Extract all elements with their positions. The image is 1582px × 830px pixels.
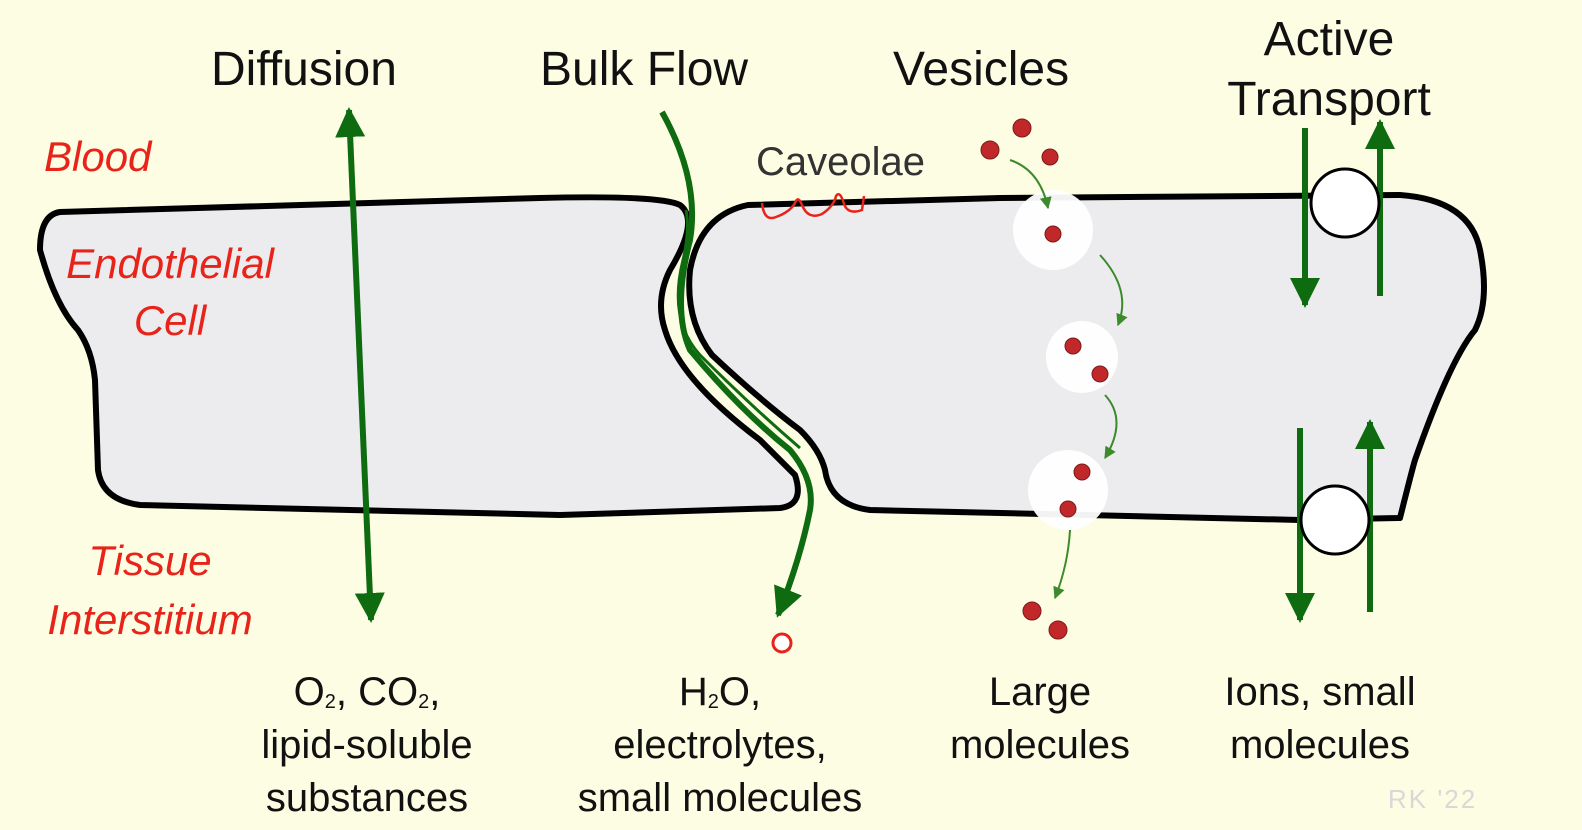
substances-vesicles-line2: molecules: [949, 723, 1131, 768]
heading-vesicles: Vesicles: [893, 43, 1070, 96]
molecule-dot: [1044, 225, 1062, 243]
substances-active-transport-line2: molecules: [1229, 723, 1411, 768]
vesicle-2: [1046, 321, 1118, 393]
heading-active-transport-line1: Active: [1263, 13, 1395, 66]
heading-diffusion: Diffusion: [211, 43, 397, 96]
molecule-dot: [1022, 601, 1042, 621]
molecule-dot: [1059, 500, 1077, 518]
region-endothelial-line2: Cell: [133, 296, 207, 344]
molecule-dot: [1041, 148, 1059, 166]
heading-active-transport-line2: Transport: [1227, 73, 1431, 126]
vesicle-step-arrow: [1099, 254, 1128, 327]
substances-diffusion-line2: lipid-soluble: [261, 723, 473, 768]
substances-diffusion-line1: O2, CO2,: [293, 670, 441, 714]
substances-vesicles: Large molecules: [930, 666, 1150, 772]
substances-bulk-flow-line2: electrolytes,: [613, 723, 827, 768]
molecule-dot: [980, 140, 1000, 160]
heading-active-transport: Active Transport: [1216, 10, 1442, 130]
bulk-flow-arrow: [659, 110, 814, 618]
caveolae-invagination: [760, 193, 866, 220]
molecule-dot: [1091, 365, 1109, 383]
substances-diffusion: O2, CO2, lipid-soluble substances: [232, 666, 502, 826]
author-credit: RK '22: [1388, 784, 1478, 814]
molecule-dot: [1048, 620, 1068, 640]
region-endothelial-line1: Endothelial: [66, 240, 274, 287]
pump-carrier-top: [1309, 167, 1381, 239]
substances-bulk-flow: H2O, electrolytes, small molecules: [550, 666, 890, 826]
substances-diffusion-line3: substances: [265, 776, 469, 821]
region-blood: Blood: [44, 133, 152, 180]
heading-bulk-flow: Bulk Flow: [540, 43, 749, 96]
caveolae-label: Caveolae: [756, 140, 926, 184]
diffusion-arrow: [335, 107, 385, 623]
vesicle-pathway: [980, 118, 1128, 640]
substances-active-transport-line1: Ions, small: [1224, 670, 1416, 714]
vesicle-step-arrow: [1009, 159, 1052, 210]
region-endothelial-cell: Endothelial Cell: [50, 236, 290, 349]
molecule-dot: [1073, 463, 1091, 481]
molecule-dot: [1064, 337, 1082, 355]
vesicle-step-arrow: [1104, 394, 1118, 460]
vesicle-step-arrow: [1053, 529, 1071, 600]
vesicle-3: [1028, 450, 1108, 530]
region-tissue-line1: Tissue: [88, 537, 212, 584]
substances-bulk-flow-line1: H2O,: [678, 670, 762, 714]
region-tissue-line2: Interstitium: [47, 595, 253, 643]
substances-bulk-flow-line3: small molecules: [577, 776, 863, 821]
bulk-flow-target-marker: [771, 632, 793, 654]
pump-carrier-bottom: [1299, 484, 1371, 556]
substances-active-transport: Ions, small molecules: [1200, 666, 1440, 772]
region-tissue-interstitium: Tissue Interstitium: [30, 532, 270, 650]
active-transport-pumps: [1285, 119, 1395, 623]
molecule-dot: [1012, 118, 1032, 138]
substances-vesicles-line1: Large: [988, 670, 1092, 714]
intercellular-cleft-line: [676, 209, 801, 450]
